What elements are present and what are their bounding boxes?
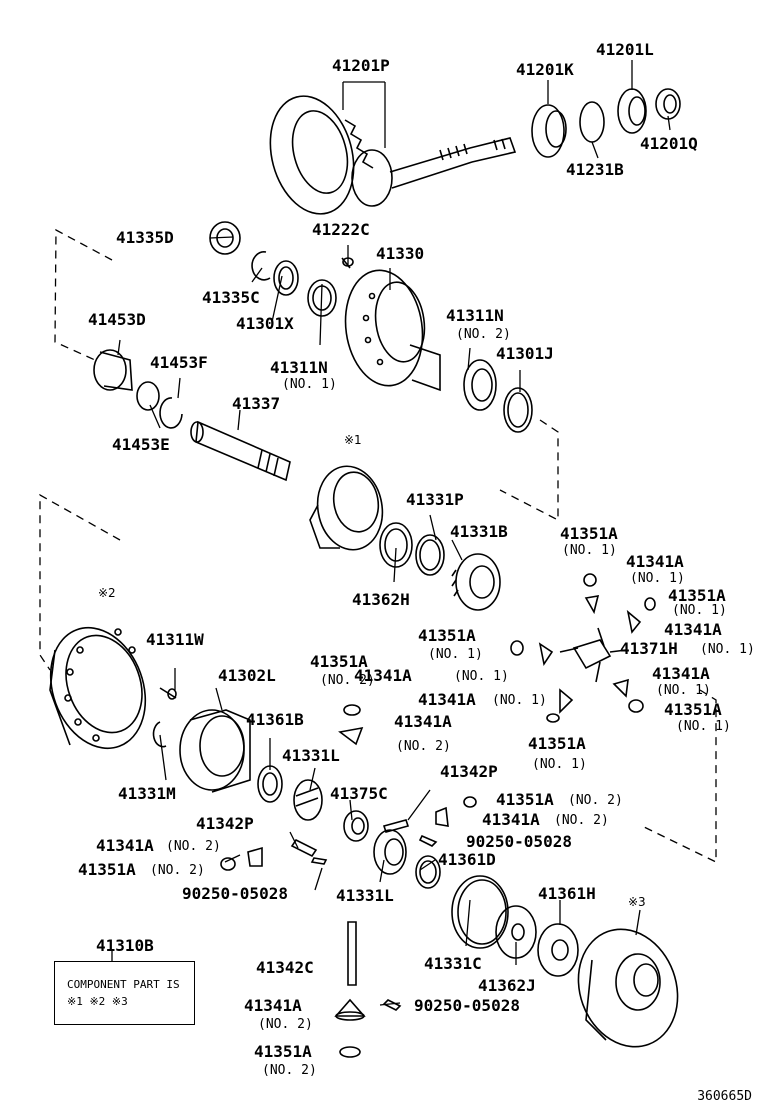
part-90250-c: 90250-05028 bbox=[414, 996, 520, 1015]
part-41453E: 41453E bbox=[112, 435, 170, 454]
leader-lines-top bbox=[111, 60, 671, 1006]
sub-no1j: (NO. 1) bbox=[492, 693, 547, 708]
part-41330: 41330 bbox=[376, 244, 425, 263]
part-41341A-9: 41341A bbox=[244, 996, 302, 1015]
part-41341A-5: 41341A bbox=[418, 690, 476, 709]
note-line-1: COMPONENT PART IS bbox=[67, 978, 180, 991]
part-41341A-7: 41341A bbox=[482, 810, 540, 829]
part-41341A-2: 41341A bbox=[664, 620, 722, 639]
part-90250-b: 90250-05028 bbox=[182, 884, 288, 903]
sub-no2g: (NO. 2) bbox=[150, 863, 205, 878]
part-41351A-6: 41351A bbox=[310, 652, 368, 671]
part-41310B: 41310B bbox=[96, 936, 154, 955]
part-41331M: 41331M bbox=[118, 784, 176, 803]
side-gears-pins bbox=[220, 704, 477, 889]
sub-no2e: (NO. 2) bbox=[554, 813, 609, 828]
part-41301X: 41301X bbox=[236, 314, 294, 333]
washers-middle bbox=[379, 522, 501, 611]
part-41311W: 41311W bbox=[146, 630, 204, 649]
part-41351A-9: 41351A bbox=[254, 1042, 312, 1061]
part-41361H: 41361H bbox=[538, 884, 596, 903]
note-line-2: ※1 ※2 ※3 bbox=[67, 995, 128, 1008]
part-41351A-8: 41351A bbox=[78, 860, 136, 879]
part-41342P-a: 41342P bbox=[440, 762, 498, 781]
part-41331B: 41331B bbox=[450, 522, 508, 541]
sub-no2d: (NO. 2) bbox=[568, 793, 623, 808]
part-41311N-no2: 41311N bbox=[446, 306, 504, 325]
sub-no1k: (NO. 1) bbox=[532, 757, 587, 772]
part-41351A-3: 41351A bbox=[664, 700, 722, 719]
intermediate-shaft bbox=[190, 420, 291, 482]
differential-case bbox=[341, 257, 441, 392]
marker-1: ※1 bbox=[344, 433, 362, 447]
part-41301J: 41301J bbox=[496, 344, 554, 363]
part-41335C: 41335C bbox=[202, 288, 260, 307]
part-41371H: 41371H bbox=[620, 639, 678, 658]
part-41351A-7: 41351A bbox=[496, 790, 554, 809]
part-41351A-1: 41351A bbox=[560, 524, 618, 543]
part-41453F: 41453F bbox=[150, 353, 208, 372]
part-41341A-8: 41341A bbox=[96, 836, 154, 855]
part-41337: 41337 bbox=[232, 394, 281, 413]
marker-3: ※3 bbox=[628, 895, 646, 909]
part-41302L: 41302L bbox=[218, 666, 276, 685]
sub-no1c: (NO. 1) bbox=[630, 571, 685, 586]
sub-no1e: (NO. 1) bbox=[700, 642, 755, 657]
sub-no1f: (NO. 1) bbox=[656, 683, 711, 698]
part-41361D: 41361D bbox=[438, 850, 496, 869]
sub-no1d: (NO. 1) bbox=[672, 603, 727, 618]
sub-no1i: (NO. 1) bbox=[454, 669, 509, 684]
part-41362H: 41362H bbox=[352, 590, 410, 609]
part-90250-a: 90250-05028 bbox=[466, 832, 572, 851]
differential-carrier bbox=[309, 465, 384, 551]
part-41375C: 41375C bbox=[330, 784, 388, 803]
part-41341A-1: 41341A bbox=[626, 552, 684, 571]
part-41201K: 41201K bbox=[516, 60, 574, 79]
part-41311N-no1: 41311N bbox=[270, 358, 328, 377]
part-41341A-4: 41341A bbox=[354, 666, 412, 685]
sub-no1b: (NO. 1) bbox=[562, 543, 617, 558]
part-41342P-b: 41342P bbox=[196, 814, 254, 833]
bottom-parts bbox=[334, 875, 679, 1058]
part-41453D: 41453D bbox=[88, 310, 146, 329]
marker-2: ※2 bbox=[98, 586, 116, 600]
spider-pinion-set bbox=[510, 573, 656, 723]
part-41341A-6: 41341A bbox=[394, 712, 452, 731]
differential-housing bbox=[49, 626, 177, 750]
part-41361B: 41361B bbox=[246, 710, 304, 729]
part-41342C: 41342C bbox=[256, 958, 314, 977]
sub-no2i: (NO. 2) bbox=[262, 1063, 317, 1078]
part-41201L: 41201L bbox=[596, 40, 654, 59]
part-41331L-a: 41331L bbox=[282, 746, 340, 765]
phantom-lines bbox=[39, 228, 717, 864]
component-note-box: COMPONENT PART IS ※1 ※2 ※3 bbox=[54, 961, 195, 1025]
sub-no2f: (NO. 2) bbox=[166, 839, 221, 854]
part-41331L-b: 41331L bbox=[336, 886, 394, 905]
sub-no2c: (NO. 2) bbox=[396, 739, 451, 754]
part-41335D: 41335D bbox=[116, 228, 174, 247]
sub-no1h: (NO. 1) bbox=[428, 647, 483, 662]
sub-no1g: (NO. 1) bbox=[676, 719, 731, 734]
case-assembly bbox=[179, 709, 323, 821]
sub-no2: (NO. 2) bbox=[456, 327, 511, 342]
part-41351A-5: 41351A bbox=[528, 734, 586, 753]
part-41201P: 41201P bbox=[332, 56, 390, 75]
part-41331P: 41331P bbox=[406, 490, 464, 509]
part-41231B: 41231B bbox=[566, 160, 624, 179]
part-41331C: 41331C bbox=[424, 954, 482, 973]
side-bearings bbox=[93, 221, 533, 433]
ring-gear-drive-pinion bbox=[269, 95, 517, 215]
sub-no2b: (NO. 2) bbox=[320, 673, 375, 688]
diagram-code: 360665D bbox=[697, 1089, 752, 1104]
part-41351A-2: 41351A bbox=[668, 586, 726, 605]
sub-no2h: (NO. 2) bbox=[258, 1017, 313, 1032]
part-41362J: 41362J bbox=[478, 976, 536, 995]
part-41351A-4: 41351A bbox=[418, 626, 476, 645]
sub-no1: (NO. 1) bbox=[282, 377, 337, 392]
part-41201Q: 41201Q bbox=[640, 134, 698, 153]
part-41341A-3: 41341A bbox=[652, 664, 710, 683]
part-41222C: 41222C bbox=[312, 220, 370, 239]
